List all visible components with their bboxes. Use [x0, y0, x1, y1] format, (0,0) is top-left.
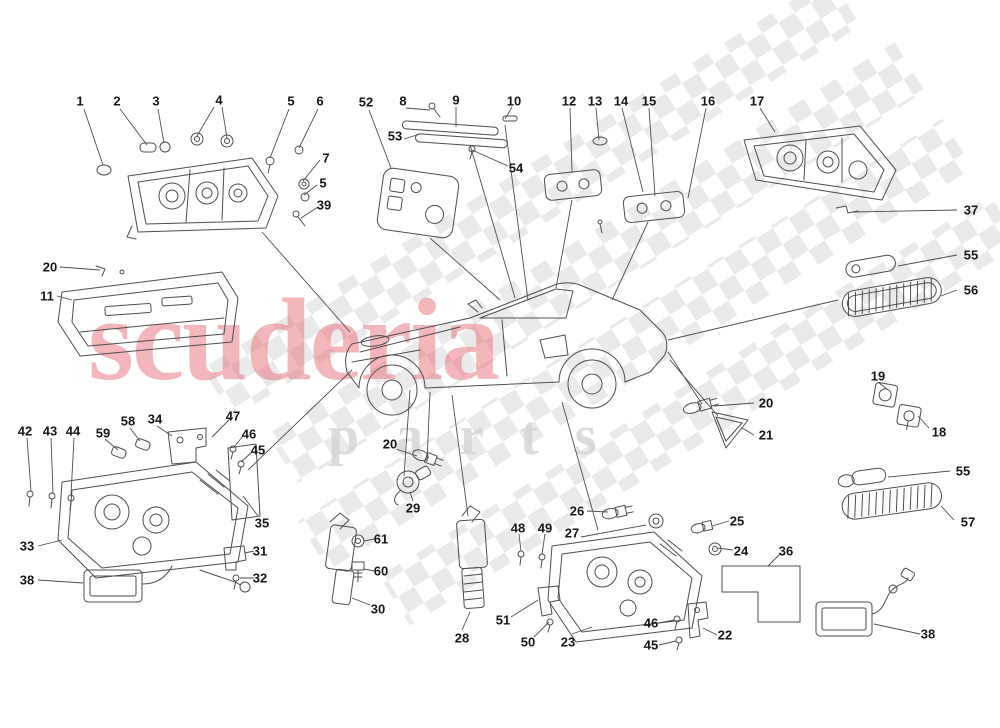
part-label-46a[interactable]: 46 — [241, 426, 257, 442]
part-label-18[interactable]: 18 — [931, 424, 947, 440]
part-label-9[interactable]: 9 — [452, 92, 460, 108]
part-label-58[interactable]: 58 — [120, 413, 136, 429]
part-label-48[interactable]: 48 — [510, 520, 526, 536]
part-label-38b[interactable]: 38 — [920, 626, 936, 642]
part-label-55a[interactable]: 55 — [963, 247, 979, 263]
part-label-20b[interactable]: 20 — [758, 395, 774, 411]
part-label-51[interactable]: 51 — [495, 612, 511, 628]
part-label-42[interactable]: 42 — [17, 423, 33, 439]
part-label-36[interactable]: 36 — [778, 543, 794, 559]
part-label-5b[interactable]: 5 — [319, 175, 327, 191]
part-label-34[interactable]: 34 — [147, 411, 163, 427]
part-label-60[interactable]: 60 — [373, 563, 389, 579]
part-label-23[interactable]: 23 — [560, 634, 576, 650]
part-label-35[interactable]: 35 — [254, 515, 270, 531]
part-label-8[interactable]: 8 — [399, 93, 407, 109]
part-label-53[interactable]: 53 — [387, 128, 403, 144]
part-label-21[interactable]: 21 — [758, 427, 774, 443]
part-label-49[interactable]: 49 — [537, 520, 553, 536]
part-label-44[interactable]: 44 — [65, 423, 81, 439]
part-label-17[interactable]: 17 — [749, 93, 765, 109]
part-label-52[interactable]: 52 — [358, 94, 374, 110]
part-label-59[interactable]: 59 — [95, 425, 111, 441]
part-label-2[interactable]: 2 — [113, 93, 121, 109]
part-label-29[interactable]: 29 — [405, 500, 421, 516]
part-label-28[interactable]: 28 — [454, 630, 470, 646]
part-label-20a[interactable]: 20 — [42, 259, 58, 275]
part-label-24[interactable]: 24 — [733, 543, 749, 559]
part-label-3[interactable]: 3 — [152, 93, 160, 109]
part-label-33[interactable]: 33 — [19, 538, 35, 554]
part-label-4[interactable]: 4 — [215, 92, 223, 108]
part-label-45b[interactable]: 45 — [643, 637, 659, 653]
part-label-55c[interactable]: 55 — [955, 463, 971, 479]
part-label-6[interactable]: 6 — [316, 93, 324, 109]
part-label-5[interactable]: 5 — [287, 93, 295, 109]
part-label-15[interactable]: 15 — [641, 93, 657, 109]
part-label-43[interactable]: 43 — [42, 423, 58, 439]
part-label-26[interactable]: 26 — [569, 503, 585, 519]
part-label-54[interactable]: 54 — [508, 160, 524, 176]
part-label-45a[interactable]: 45 — [250, 442, 266, 458]
part-label-20c[interactable]: 20 — [382, 436, 398, 452]
part-label-10[interactable]: 10 — [506, 93, 522, 109]
part-label-12[interactable]: 12 — [561, 93, 577, 109]
part-label-11[interactable]: 11 — [40, 288, 54, 304]
part-label-37[interactable]: 37 — [963, 202, 979, 218]
part-label-50[interactable]: 50 — [520, 634, 536, 650]
part-label-61[interactable]: 61 — [373, 531, 389, 547]
part-label-47[interactable]: 47 — [225, 408, 241, 424]
part-label-22[interactable]: 22 — [717, 627, 733, 643]
part-label-19[interactable]: 19 — [870, 368, 886, 384]
part-label-7[interactable]: 7 — [322, 150, 330, 166]
part-label-56[interactable]: 56 — [963, 282, 979, 298]
part-label-30[interactable]: 30 — [370, 601, 386, 617]
part-label-27[interactable]: 27 — [564, 525, 580, 541]
part-label-39[interactable]: 39 — [316, 197, 332, 213]
part-label-32[interactable]: 32 — [252, 570, 268, 586]
part-label-46b[interactable]: 46 — [643, 615, 659, 631]
part-label-25[interactable]: 25 — [729, 513, 745, 529]
part-label-38a[interactable]: 38 — [19, 572, 35, 588]
part-label-13[interactable]: 13 — [587, 93, 603, 109]
part-label-57[interactable]: 57 — [960, 514, 976, 530]
part-label-1[interactable]: 1 — [76, 93, 84, 109]
part-label-16[interactable]: 16 — [700, 93, 716, 109]
part-label-31[interactable]: 31 — [252, 543, 268, 559]
part-label-14[interactable]: 14 — [613, 93, 629, 109]
